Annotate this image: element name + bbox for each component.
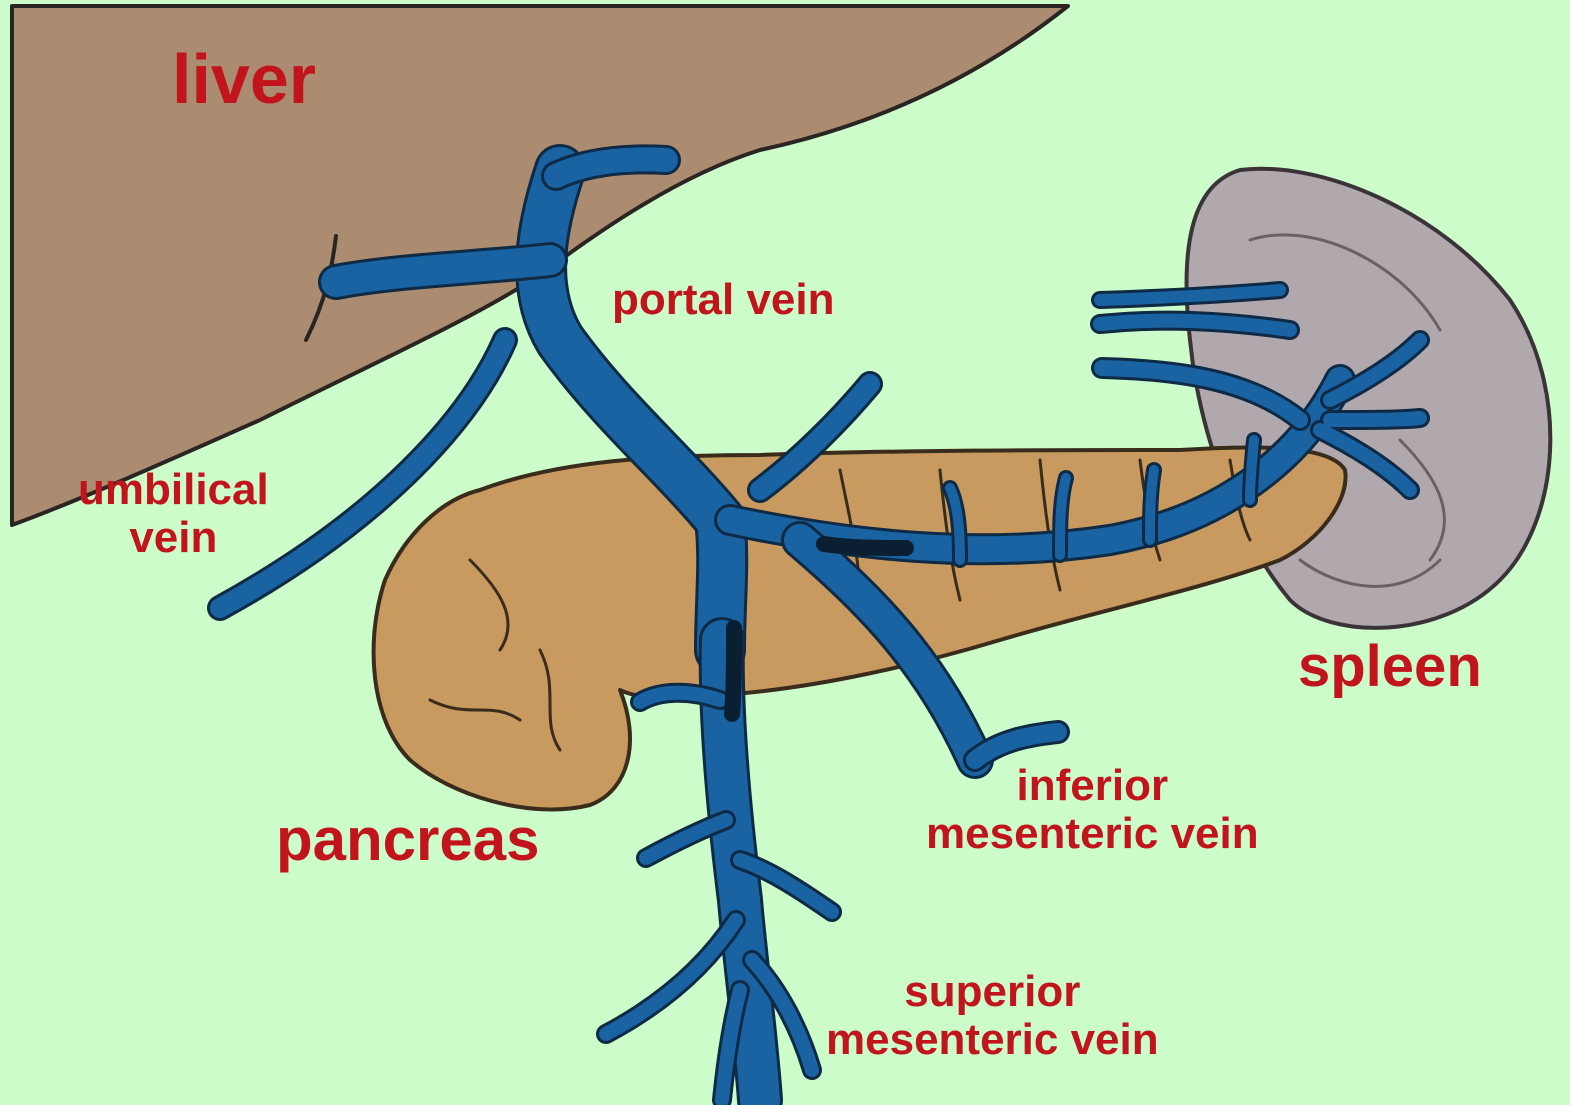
- label-smv-line-2: mesenteric vein: [826, 1016, 1159, 1064]
- label-liver: liver: [172, 42, 316, 118]
- label-imv-line-1: inferior: [926, 762, 1259, 810]
- label-umbilical-line-1: umbilical: [78, 466, 269, 514]
- vessel-shadow: [824, 544, 906, 548]
- label-umbilical-line-2: vein: [78, 514, 269, 562]
- label-inferior-mesenteric-vein: inferior mesenteric vein: [926, 762, 1259, 857]
- imv-distal-fan: [975, 732, 1058, 760]
- vessel-shadow-2: [732, 628, 734, 714]
- label-superior-mesenteric-vein: superior mesenteric vein: [826, 968, 1159, 1063]
- label-umbilical-vein: umbilical vein: [78, 466, 269, 561]
- label-portal-vein: portal vein: [612, 276, 835, 324]
- label-pancreas: pancreas: [276, 808, 540, 873]
- label-imv-line-2: mesenteric vein: [926, 810, 1259, 858]
- label-smv-line-1: superior: [826, 968, 1159, 1016]
- label-spleen: spleen: [1298, 636, 1482, 699]
